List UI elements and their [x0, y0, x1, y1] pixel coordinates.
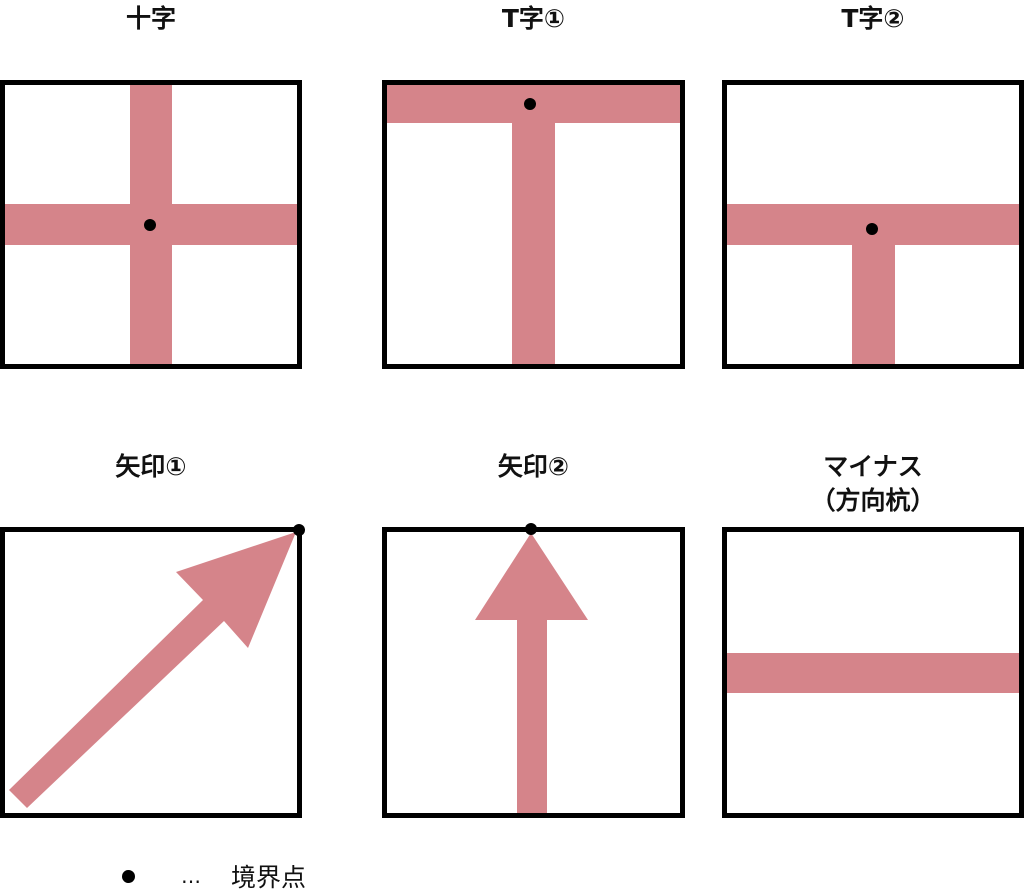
panel-title-cross: 十字	[125, 4, 176, 33]
panel-title-minus: マイナス （方向杭）	[722, 452, 1024, 516]
panel-title-arrow1: 矢印①	[115, 452, 187, 481]
boundary-point-icon	[525, 523, 537, 535]
legend: … 境界点	[122, 858, 306, 894]
panel-title-t1: T字①	[501, 4, 566, 33]
boundary-point-icon	[144, 219, 156, 231]
legend-label: 境界点	[231, 863, 307, 892]
panel-t1	[382, 80, 685, 369]
panel-cross	[0, 80, 302, 369]
t-middle-symbol	[727, 204, 1019, 364]
boundary-point-icon	[866, 223, 878, 235]
legend-ellipsis: …	[181, 864, 203, 888]
boundary-point-icon	[293, 524, 305, 536]
panel-t2	[722, 80, 1024, 369]
panel-title-arrow2: 矢印②	[497, 452, 570, 481]
panel-title-minus-main: マイナス	[823, 452, 923, 481]
panel-arrow1	[0, 524, 305, 818]
panel-minus	[722, 527, 1024, 818]
boundary-point-icon	[122, 869, 135, 883]
vertical-arrow-symbol	[475, 523, 588, 813]
cross-symbol	[5, 85, 297, 364]
boundary-point-icon	[524, 98, 536, 110]
horizontal-bar-symbol	[727, 653, 1019, 693]
t-top-symbol	[387, 85, 680, 364]
diagonal-arrow-symbol	[9, 524, 305, 808]
panel-title-t2: T字②	[841, 4, 905, 33]
panel-arrow2	[382, 523, 685, 818]
panel-title-minus-sub: （方向杭）	[810, 486, 936, 515]
